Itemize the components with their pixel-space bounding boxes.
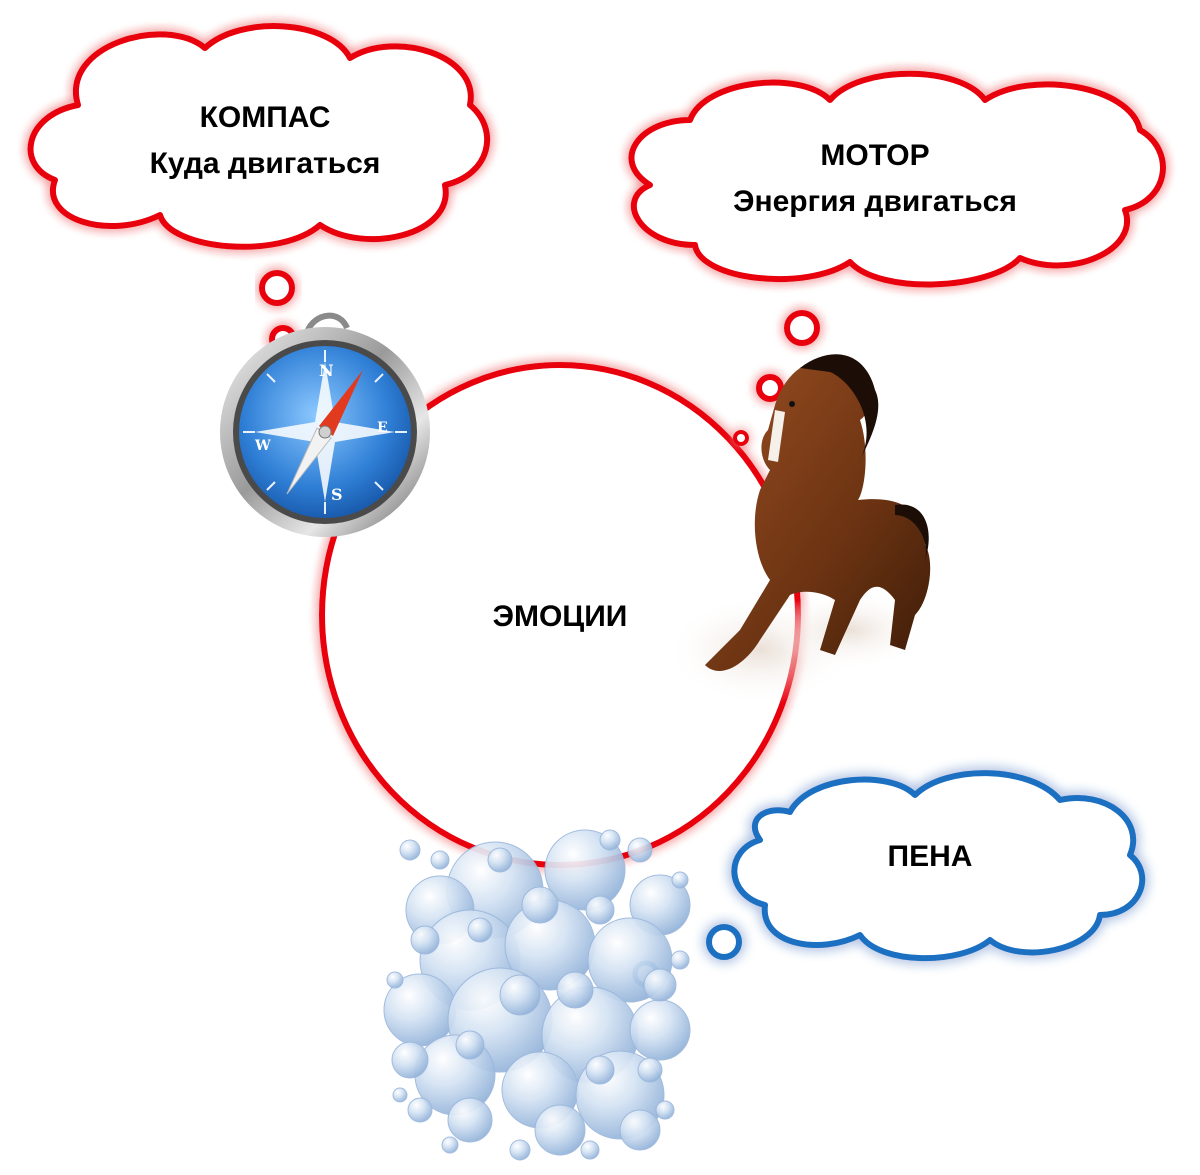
foam-bubbles-illustration (383, 829, 691, 1161)
foam-bubble (670, 950, 690, 970)
motor-thought-cloud (628, 70, 1166, 288)
foam-bubble (521, 886, 559, 924)
foam-thought-cloud (731, 770, 1146, 962)
compass-label: КОМПАС Куда двигаться (110, 95, 420, 187)
foam-bubble (655, 1100, 675, 1120)
foam-bubble (643, 968, 677, 1002)
compass-icon: N S E W (220, 312, 430, 537)
foam-bubble (637, 1057, 663, 1083)
horse-illustration (665, 354, 931, 705)
emotions-title: ЭМОЦИИ (492, 600, 628, 633)
foam-bubble (407, 1097, 433, 1123)
foam-bubble (391, 1041, 429, 1079)
foam-bubble (447, 1097, 493, 1143)
compass-thought-cloud (27, 23, 491, 250)
foam-bubble (619, 1109, 661, 1151)
foam-bubble (599, 829, 621, 851)
compass-subtitle: Куда двигаться (149, 147, 381, 180)
foam-bubble (671, 871, 689, 889)
foam-bubble (499, 974, 541, 1016)
foam-label: ПЕНА (830, 840, 1030, 874)
foam-bubble (629, 999, 691, 1061)
motor-title: МОТОР (820, 139, 930, 172)
svg-text:E: E (377, 420, 388, 436)
svg-text:S: S (331, 485, 343, 504)
foam-bubble (467, 917, 493, 943)
foam-bubble (544, 829, 626, 911)
foam-bubble (410, 925, 440, 955)
foam-bubble (441, 1136, 459, 1154)
svg-text:W: W (254, 438, 271, 454)
foam-bubble (399, 839, 421, 861)
compass-title: КОМПАС (199, 101, 331, 134)
foam-bubble (534, 1104, 586, 1156)
foam-bubble (509, 1139, 531, 1161)
emotions-label: ЭМОЦИИ (420, 600, 700, 634)
foam-bubble (580, 1140, 600, 1160)
foam-bubble (585, 1055, 615, 1085)
foam-bubble (430, 850, 450, 870)
foam-bubble (386, 971, 404, 989)
foam-title: ПЕНА (887, 840, 973, 873)
foam-bubble (585, 895, 615, 925)
motor-subtitle: Энергия двигаться (733, 185, 1017, 218)
foam-bubble (556, 971, 594, 1009)
svg-text:N: N (319, 361, 334, 380)
foam-bubble (627, 837, 653, 863)
foam-bubble (455, 1030, 485, 1060)
foam-bubble (392, 1087, 408, 1103)
foam-bubble (487, 847, 513, 873)
motor-thought-dots (733, 310, 820, 446)
motor-label: МОТОР Энергия двигаться (705, 133, 1045, 225)
